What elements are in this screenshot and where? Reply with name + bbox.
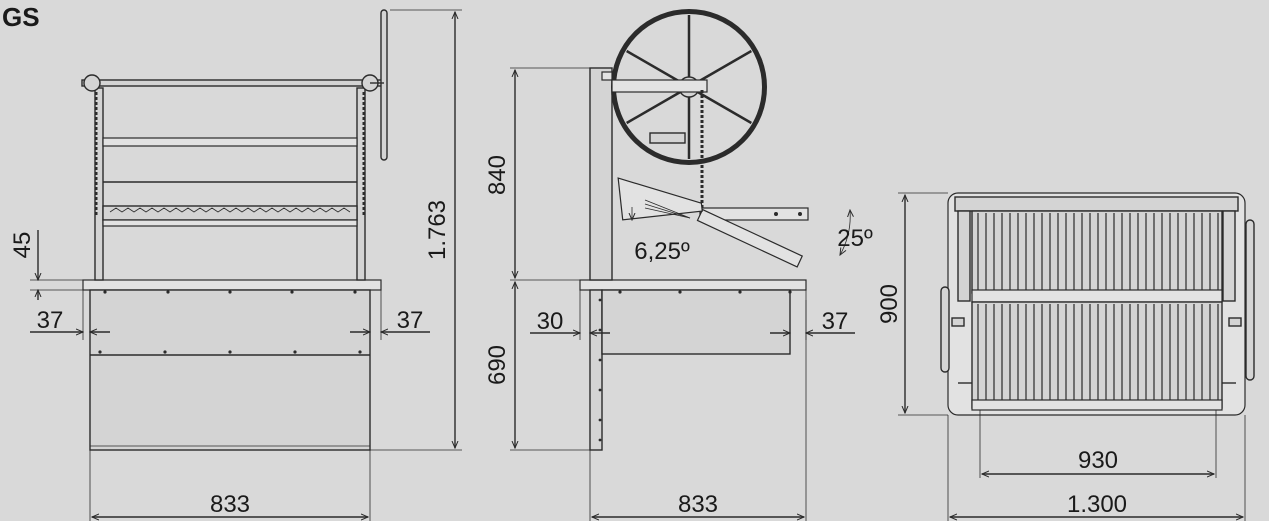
top-upper-grate — [971, 210, 1223, 294]
top-inner-width-label: 930 — [1078, 447, 1118, 474]
side-counter-top — [579, 279, 807, 291]
top-outer-width-label: 1.300 — [1067, 491, 1127, 518]
side-view: 25º 6,25º 840 690 30 37 833 — [484, 9, 873, 521]
side-width-label: 833 — [678, 491, 718, 518]
front-upper-rail — [102, 137, 358, 147]
front-base-cabinet — [89, 289, 371, 451]
side-post — [589, 67, 613, 281]
side-base-cabinet — [601, 289, 791, 355]
side-height-lower-label: 690 — [484, 345, 511, 385]
side-height-upper-label: 840 — [484, 155, 511, 195]
side-angle-large-label: 25º — [837, 225, 873, 252]
front-grill-grate — [102, 205, 358, 221]
top-view: 900 930 1.300 — [876, 192, 1255, 521]
side-offset-right-label: 37 — [822, 308, 849, 335]
side-offset-left-label: 30 — [537, 308, 564, 335]
front-height-top-label: 45 — [9, 232, 36, 259]
top-lower-grate — [971, 301, 1223, 409]
front-offset-right-label: 37 — [397, 307, 424, 334]
front-top-bar — [81, 79, 383, 87]
front-grate-pattern — [109, 207, 351, 213]
top-depth-label: 900 — [876, 284, 903, 324]
front-counter-top — [82, 279, 382, 291]
front-width-label: 833 — [210, 491, 250, 518]
front-view: 1.763 45 37 37 833 — [9, 9, 462, 521]
front-wheel-edge — [380, 9, 388, 161]
front-left-knob — [83, 74, 101, 92]
side-angle-small-label: 6,25º — [634, 238, 690, 265]
side-base-panel — [589, 289, 603, 451]
front-offset-left-label: 37 — [37, 307, 64, 334]
drawing-title: GS — [2, 2, 40, 32]
side-grate-tilted — [696, 208, 804, 268]
front-height-total-label: 1.763 — [424, 200, 451, 260]
side-tray-tilted — [617, 177, 703, 221]
